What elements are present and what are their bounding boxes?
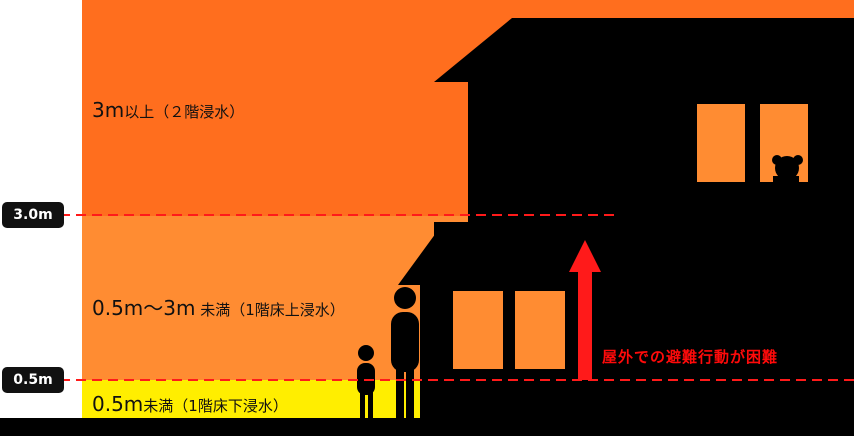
ground [0,418,854,436]
rising-water-arrow-icon [569,240,601,380]
zone-label-below-floor: 0.5m未満（1階床下浸水） [92,392,288,416]
adult-person-icon [391,287,419,420]
child-at-window-icon [772,155,803,184]
house-porch [420,285,440,425]
zone-label-1st-floor-above: 0.5m〜3m 未満（1階床上浸水） [92,296,345,320]
level-tag-0-5m: 0.5m [2,367,64,393]
child-person-icon [357,345,375,420]
zone-label-2nd-floor: 3m以上（２階浸水） [92,98,245,122]
level-tag-3m: 3.0m [2,202,64,228]
house-lower-wall [434,222,854,422]
evacuation-difficulty-note: 屋外での避難行動が困難 [602,348,779,366]
upper-window-left [697,104,745,182]
house-upper-roof [434,18,854,82]
lower-window-right [515,291,565,369]
lower-window-left [453,291,503,369]
